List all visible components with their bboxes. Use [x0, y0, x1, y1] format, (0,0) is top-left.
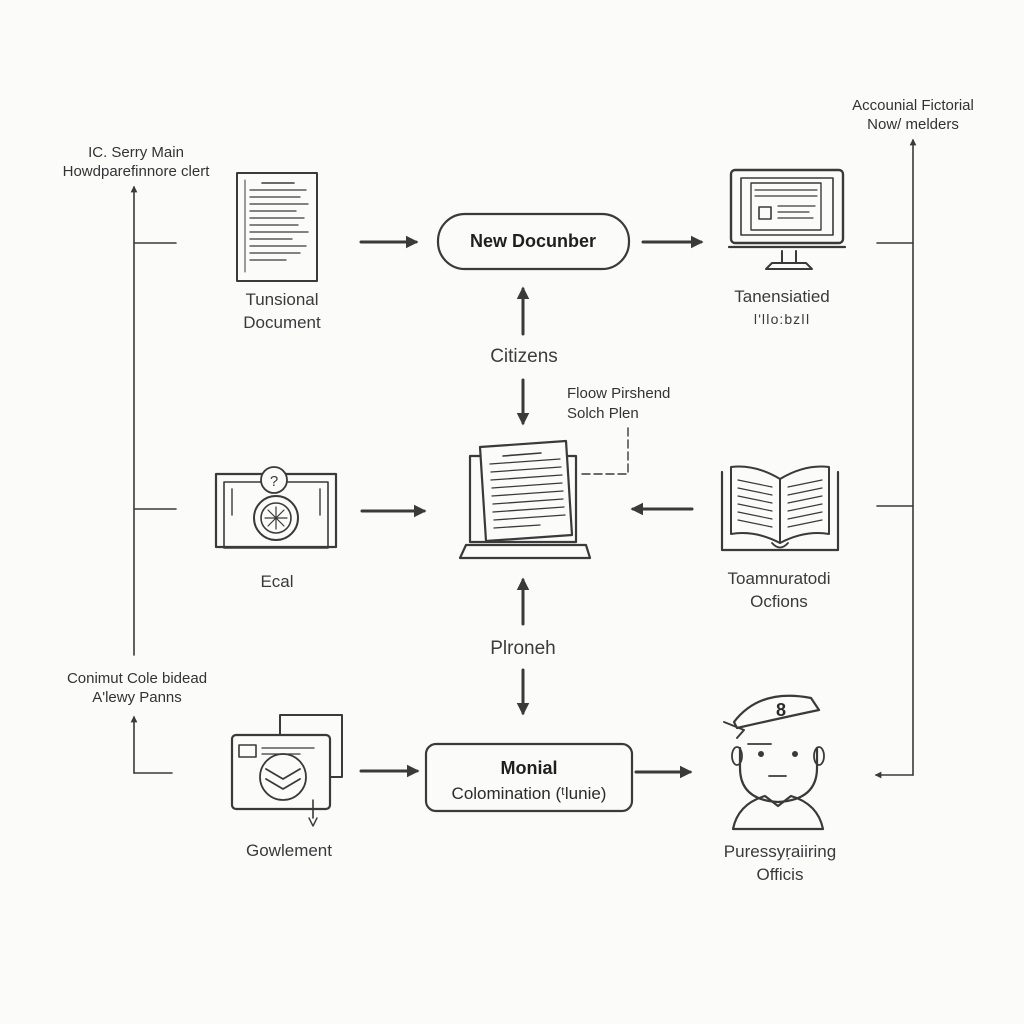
- note-top-left: IC. Serry Main Howdparefinnore clert: [63, 143, 210, 181]
- note-bottom-left-line-2: A'lewy Panns: [92, 689, 182, 706]
- note-top-right-line-2: Now/ melders: [867, 116, 959, 133]
- caption-open-book-line-1: Toamnuratodi: [727, 569, 831, 588]
- caption-tunsional-document-line-1: Tunsional: [245, 290, 319, 309]
- caption-ecal: Ecal: [260, 572, 294, 591]
- monial-subtitle: Colomination (ᵗlunie): [451, 784, 607, 803]
- note-center-right-line-1: Floow Pirshend: [567, 385, 671, 402]
- note-bottom-left: Conimut Cole bidead A'lewy Panns: [67, 669, 207, 707]
- note-top-right-line-1: Accounial Fictorial: [852, 97, 974, 114]
- note-top-left-line-2: Howdparefinnore clert: [62, 163, 210, 180]
- monial-box: [424, 742, 634, 813]
- caption-open-book: Toamnuratodi Ocfions: [727, 567, 830, 613]
- new-document-box: [436, 212, 631, 271]
- note-center-right-line-2: Solch Plen: [567, 405, 639, 422]
- monial-label: Monial Colomination (ᵗlunie): [452, 756, 607, 806]
- officer-avatar-icon: [723, 694, 825, 831]
- callout-line: [577, 427, 629, 475]
- caption-tunsional-document: Tunsional Document: [243, 288, 320, 334]
- caption-open-book-line-2: Ocfions: [750, 592, 808, 611]
- caption-pironeh: Plroneh: [490, 638, 556, 659]
- officer-cap-badge: 8: [776, 700, 786, 720]
- document-icon: [236, 172, 318, 282]
- caption-computer-line-2: ǀ'lǀo:bzǀǀ: [753, 311, 811, 327]
- open-book-icon: [720, 465, 840, 552]
- camera-icon: [214, 466, 338, 549]
- caption-computer-line-1: Tanensiatied: [734, 287, 830, 306]
- caption-citizens: Citizens: [490, 346, 558, 367]
- certificate-stack-icon: [230, 714, 343, 827]
- caption-gowlement: Gowlement: [246, 841, 332, 860]
- note-top-left-line-1: IC. Serry Main: [88, 144, 184, 161]
- caption-tunsional-document-line-2: Document: [243, 313, 321, 332]
- laptop-documents-icon: [458, 439, 592, 560]
- caption-computer: Tanensiatied ǀ'lǀo:bzǀǀ: [734, 285, 829, 331]
- camera-badge-glyph: ?: [270, 473, 278, 490]
- caption-officer: Puressyṛaiiring Officis: [724, 840, 836, 886]
- note-bottom-left-line-1: Conimut Cole bidead: [66, 670, 208, 687]
- note-center-right: Floow Pirshend Solch Plen: [567, 384, 670, 424]
- caption-officer-line-2: Officis: [756, 865, 804, 884]
- new-document-label: New Docunber: [469, 231, 597, 251]
- computer-icon: [727, 168, 847, 270]
- monial-title: Monial: [500, 758, 558, 778]
- note-top-right: Accounial Fictorial Now/ melders: [852, 96, 974, 134]
- caption-officer-line-1: Puressyṛaiiring: [723, 842, 837, 861]
